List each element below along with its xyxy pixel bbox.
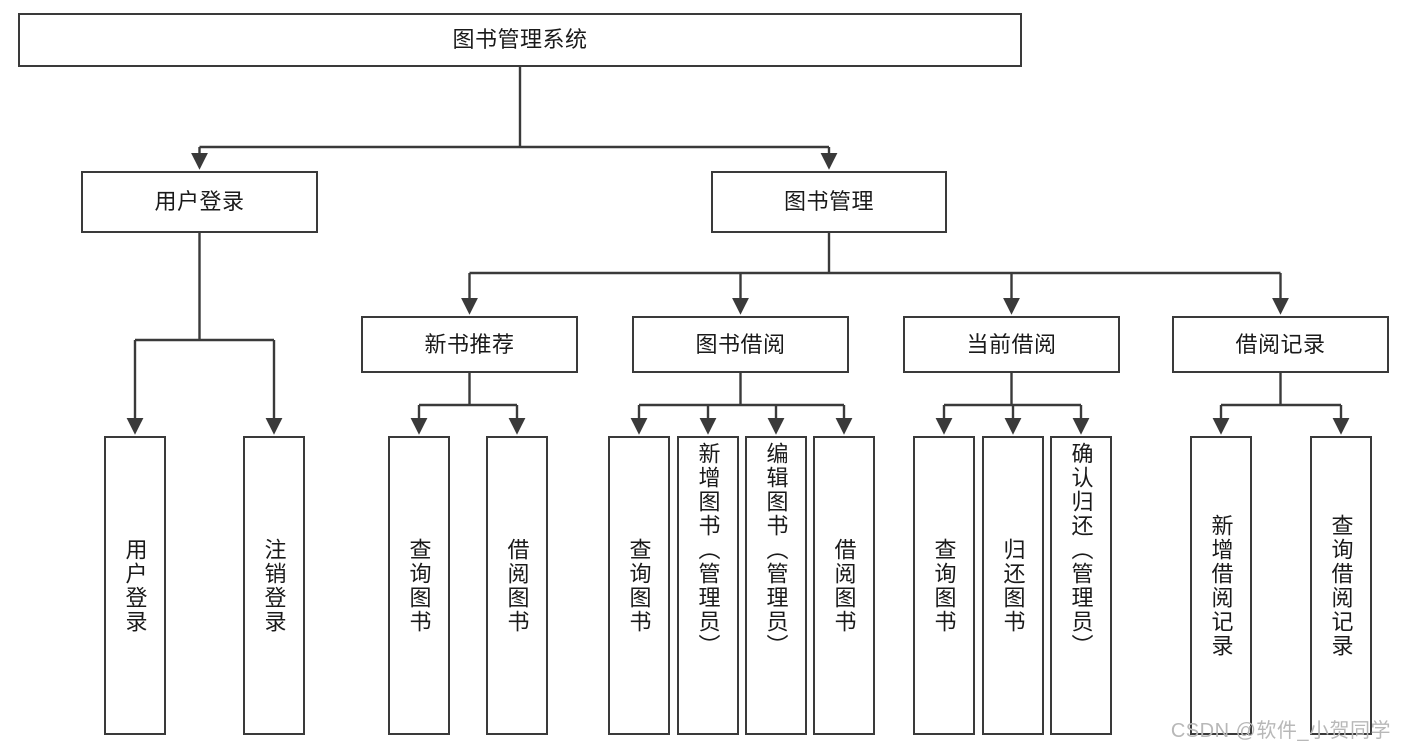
- leaf-add-borrow-record-label: 新增借阅记录: [1208, 513, 1234, 658]
- node-user-login[interactable]: 用户登录: [81, 171, 318, 233]
- node-book-management[interactable]: 图书管理: [711, 171, 947, 233]
- leaf-add-borrow-record[interactable]: 新增借阅记录: [1190, 436, 1252, 735]
- node-root[interactable]: 图书管理系统: [18, 13, 1022, 67]
- leaf-borrow-book-label: 借阅图书: [831, 537, 857, 634]
- leaf-confirm-return-admin-label: 确认归还（管理员）: [1068, 442, 1094, 658]
- leaf-query-borrow-record[interactable]: 查询借阅记录: [1310, 436, 1372, 735]
- leaf-confirm-return-admin[interactable]: 确认归还（管理员）: [1050, 436, 1112, 735]
- leaf-user-login-label: 用户登录: [122, 537, 148, 634]
- leaf-logout[interactable]: 注销登录: [243, 436, 305, 735]
- node-borrow-records[interactable]: 借阅记录: [1172, 316, 1389, 373]
- leaf-edit-book-admin-label: 编辑图书（管理员）: [763, 442, 789, 658]
- node-root-label: 图书管理系统: [452, 27, 588, 53]
- leaf-logout-label: 注销登录: [261, 537, 287, 634]
- leaf-user-login[interactable]: 用户登录: [104, 436, 166, 735]
- leaf-query-book-recommend-label: 查询图书: [406, 537, 432, 634]
- leaf-return-book-label: 归还图书: [1000, 537, 1026, 634]
- node-book-borrow-label: 图书借阅: [695, 331, 786, 357]
- leaf-add-book-admin-label: 新增图书（管理员）: [695, 442, 721, 658]
- node-new-book-recommend[interactable]: 新书推荐: [361, 316, 578, 373]
- node-new-book-recommend-label: 新书推荐: [424, 331, 515, 357]
- leaf-query-borrow-record-label: 查询借阅记录: [1328, 513, 1354, 658]
- node-book-management-label: 图书管理: [783, 189, 874, 215]
- node-borrow-records-label: 借阅记录: [1235, 331, 1326, 357]
- leaf-query-book-current[interactable]: 查询图书: [913, 436, 975, 735]
- leaf-query-book-borrow[interactable]: 查询图书: [608, 436, 670, 735]
- leaf-return-book[interactable]: 归还图书: [982, 436, 1044, 735]
- leaf-edit-book-admin[interactable]: 编辑图书（管理员）: [745, 436, 807, 735]
- leaf-borrow-book-recommend[interactable]: 借阅图书: [486, 436, 548, 735]
- leaf-borrow-book[interactable]: 借阅图书: [813, 436, 875, 735]
- leaf-add-book-admin[interactable]: 新增图书（管理员）: [677, 436, 739, 735]
- node-current-borrow-label: 当前借阅: [966, 331, 1057, 357]
- leaf-query-book-recommend[interactable]: 查询图书: [388, 436, 450, 735]
- leaf-borrow-book-recommend-label: 借阅图书: [504, 537, 530, 634]
- node-book-borrow[interactable]: 图书借阅: [632, 316, 849, 373]
- node-user-login-label: 用户登录: [154, 189, 245, 215]
- leaf-query-book-current-label: 查询图书: [931, 537, 957, 634]
- node-current-borrow[interactable]: 当前借阅: [903, 316, 1120, 373]
- leaf-query-book-borrow-label: 查询图书: [626, 537, 652, 634]
